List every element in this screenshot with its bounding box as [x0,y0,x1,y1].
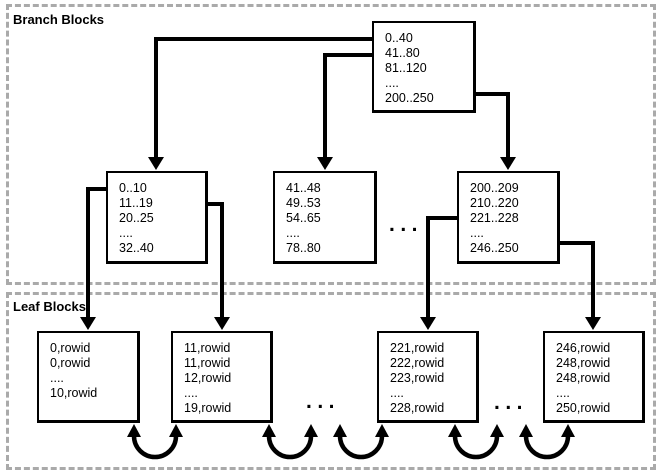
block-line: 248,rowid [556,356,611,370]
branch-blocks-region [6,4,656,285]
block-line: 0,rowid [50,341,91,355]
block-line: 223,rowid [390,371,445,385]
block-line: 19,rowid [184,401,232,415]
block-line: 11,rowid [184,341,231,355]
block-line: 0..40 [385,31,413,45]
branch-blocks-label: Branch Blocks [13,12,105,27]
block-line: 12,rowid [184,371,232,385]
block-line: .... [119,226,133,240]
block-line: 41..80 [385,46,420,60]
block-line: 222,rowid [390,356,445,370]
branch-ellipsis: ... [389,213,424,236]
block-line: 200..209 [470,181,519,195]
leaf-block-1: 0,rowid 0,rowid .... 10,rowid [37,331,140,423]
block-line: 221,rowid [390,341,445,355]
block-line: .... [286,226,300,240]
block-line: 250,rowid [556,401,611,415]
leaf-blocks-label: Leaf Blocks [13,299,86,314]
block-line: 11..19 [119,196,153,210]
leaf-blocks-region [6,292,656,470]
leaf-block-3: 221,rowid 222,rowid 223,rowid .... 228,r… [377,331,479,423]
block-line: .... [184,386,198,400]
block-line: 0..10 [119,181,147,195]
block-line: 78..80 [286,241,321,255]
block-line: 32..40 [119,241,154,255]
block-line: 0,rowid [50,356,91,370]
block-line: 246,rowid [556,341,611,355]
block-line: .... [470,226,484,240]
block-line: 248,rowid [556,371,611,385]
block-line: .... [50,371,64,385]
branch-block-2: 41..48 49..53 54..65 .... 78..80 [273,171,377,264]
root-branch-block: 0..40 41..80 81..120 .... 200..250 [372,21,476,113]
block-line: 49..53 [286,196,321,210]
branch-block-1: 0..10 11..19 20..25 .... 32..40 [106,171,208,264]
block-line: 221..228 [470,211,519,225]
leaf-ellipsis-right: ... [494,391,529,414]
block-line: 81..120 [385,61,427,75]
block-line: 20..25 [119,211,154,225]
block-line: .... [390,386,404,400]
block-line: .... [385,76,399,90]
block-line: 210..220 [470,196,519,210]
block-line: 11,rowid [184,356,231,370]
block-line: 246..250 [470,241,519,255]
leaf-ellipsis-left: ... [306,390,341,413]
block-line: 10,rowid [50,386,98,400]
leaf-block-4: 246,rowid 248,rowid 248,rowid .... 250,r… [543,331,645,423]
branch-block-3: 200..209 210..220 221..228 .... 246..250 [457,171,560,264]
block-line: .... [556,386,570,400]
leaf-block-2: 11,rowid 11,rowid 12,rowid .... 19,rowid [171,331,273,423]
block-line: 200..250 [385,91,434,105]
block-line: 41..48 [286,181,321,195]
block-line: 54..65 [286,211,321,225]
block-line: 228,rowid [390,401,445,415]
